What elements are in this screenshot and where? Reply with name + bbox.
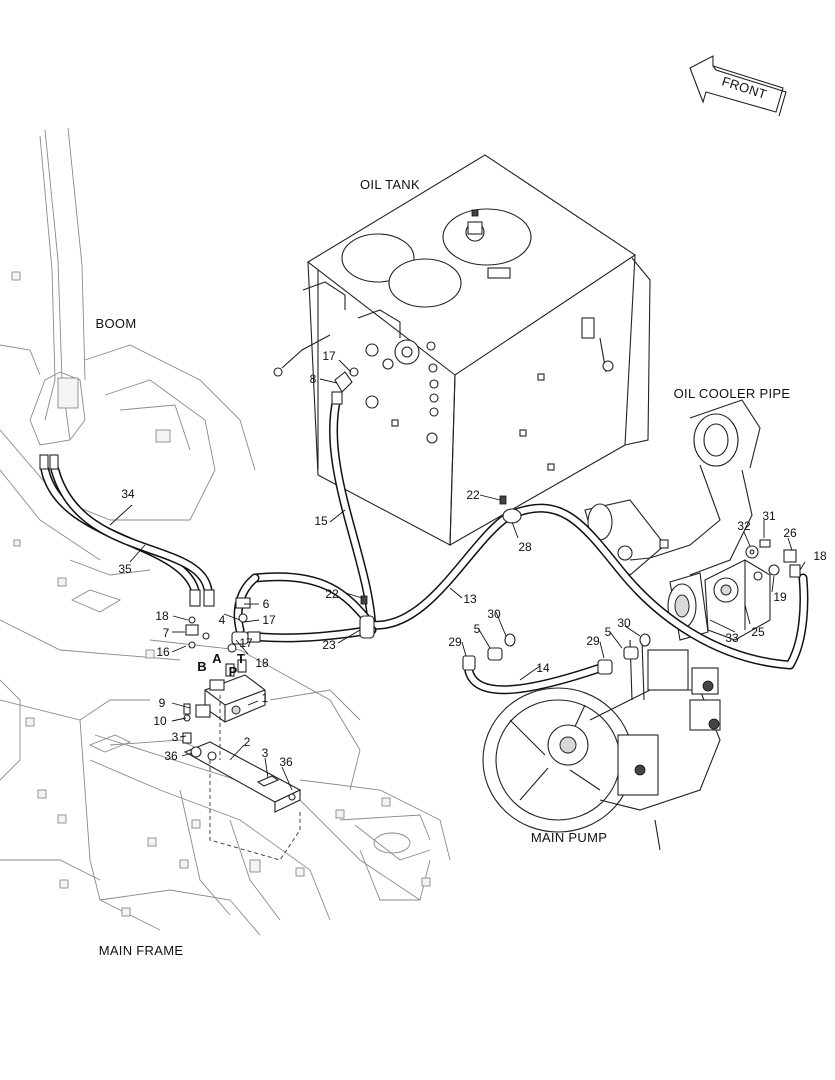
main-pump-label: MAIN PUMP (531, 830, 607, 845)
callout-31: 31 (762, 509, 776, 523)
callout-3: 3 (172, 730, 179, 744)
callout-5: 5 (474, 622, 481, 636)
callout-30: 30 (487, 607, 501, 621)
callout-3: 3 (262, 746, 269, 760)
callout-30: 30 (617, 616, 631, 630)
callout-33: 33 (725, 631, 739, 645)
oil-tank (273, 154, 651, 546)
pump-fittings (462, 633, 651, 675)
callout-17: 17 (239, 636, 253, 650)
valve-block (185, 597, 266, 723)
callout-17: 17 (262, 613, 276, 627)
callout-4: 4 (219, 613, 226, 627)
bolts-22 (360, 495, 507, 605)
bracket (182, 695, 302, 861)
aux-pump-fittings (745, 539, 801, 581)
callout-7: 7 (163, 626, 170, 640)
oil-cooler-pipe (584, 399, 761, 576)
callout-28: 28 (518, 540, 532, 554)
hose-35 (50, 465, 213, 595)
callout-10: 10 (153, 714, 167, 728)
port-a-label: A (212, 651, 222, 666)
boom-fittings (39, 454, 215, 607)
callout-26: 26 (783, 526, 797, 540)
port-p-label: P (229, 664, 238, 679)
callout-36: 36 (164, 749, 178, 763)
callout-18: 18 (255, 656, 269, 670)
callout-2: 2 (244, 735, 251, 749)
tank-hose-fitting (331, 367, 359, 405)
callout-18: 18 (155, 609, 169, 623)
main-frame-structure (0, 559, 451, 936)
oil-tank-label: OIL TANK (360, 177, 420, 192)
callout-15: 15 (314, 514, 328, 528)
callout-29: 29 (586, 634, 600, 648)
port-t-label: T (237, 651, 245, 666)
callout-5: 5 (605, 625, 612, 639)
clamp-28 (502, 508, 522, 524)
callout-1: 1 (262, 691, 269, 705)
callout-22: 22 (325, 587, 339, 601)
callout-29: 29 (448, 635, 462, 649)
callout-23: 23 (322, 638, 336, 652)
callout-19: 19 (773, 590, 787, 604)
callout-6: 6 (263, 597, 270, 611)
clamp-23 (359, 615, 375, 639)
callout-numbers: 17 8 15 22 28 13 22 23 34 35 18 7 16 6 4… (118, 349, 827, 769)
main-frame-label: MAIN FRAME (99, 943, 184, 958)
callout-32: 32 (737, 519, 751, 533)
leader-lines (109, 359, 806, 791)
oil-cooler-pipe-label: OIL COOLER PIPE (674, 386, 791, 401)
callout-13: 13 (463, 592, 477, 606)
callout-14: 14 (536, 661, 550, 675)
front-direction-arrow: FRONT (689, 55, 787, 117)
main-pump (482, 639, 721, 851)
hose-14 (463, 660, 605, 695)
callout-18: 18 (813, 549, 827, 563)
port-b-label: B (197, 659, 206, 674)
callout-36: 36 (279, 755, 293, 769)
boom-label: BOOM (96, 316, 137, 331)
callout-17: 17 (322, 349, 336, 363)
callout-16: 16 (156, 645, 170, 659)
callout-35: 35 (118, 562, 132, 576)
hose-15 (329, 393, 377, 635)
boom-structure (0, 127, 256, 561)
callout-34: 34 (121, 487, 135, 501)
callout-22: 22 (466, 488, 480, 502)
callout-9: 9 (159, 696, 166, 710)
callout-25: 25 (751, 625, 765, 639)
callout-8: 8 (310, 372, 317, 386)
